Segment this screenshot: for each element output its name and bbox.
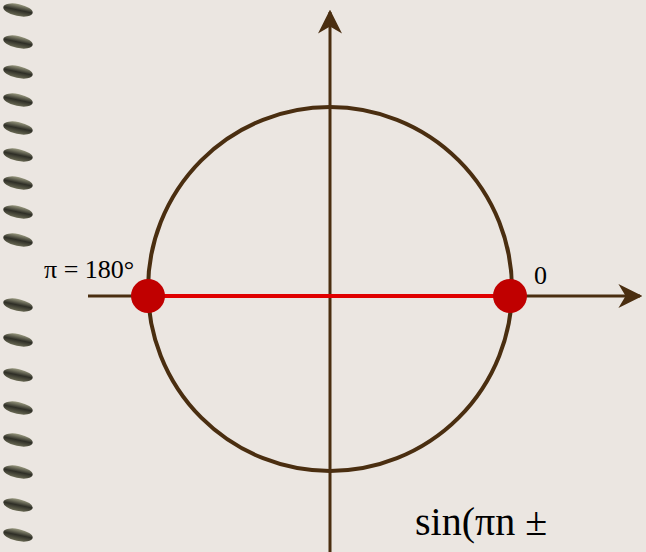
binding-ring xyxy=(2,63,34,81)
y-axis xyxy=(329,12,332,552)
binding-ring xyxy=(2,146,34,164)
point-pi xyxy=(131,279,165,313)
point-zero xyxy=(493,279,527,313)
binding-ring xyxy=(2,1,34,19)
binding-ring xyxy=(2,431,34,449)
angle-label: 0 xyxy=(534,262,547,291)
binding-ring xyxy=(2,399,34,417)
binding-ring xyxy=(2,496,34,514)
binding-ring xyxy=(2,174,34,192)
spiral-binding xyxy=(2,1,34,544)
binding-ring xyxy=(2,33,34,51)
x-axis xyxy=(88,295,640,298)
formula-text: sin(πn ± xyxy=(415,500,547,544)
binding-ring xyxy=(2,463,34,481)
binding-ring xyxy=(2,119,34,137)
red-diameter xyxy=(148,294,510,298)
binding-ring xyxy=(2,231,34,249)
binding-ring xyxy=(2,296,34,314)
binding-ring xyxy=(2,203,34,221)
binding-ring xyxy=(2,91,34,109)
binding-ring xyxy=(2,526,34,544)
binding-ring xyxy=(2,366,34,384)
angle-label: π = 180° xyxy=(44,256,134,285)
binding-ring xyxy=(2,331,34,349)
